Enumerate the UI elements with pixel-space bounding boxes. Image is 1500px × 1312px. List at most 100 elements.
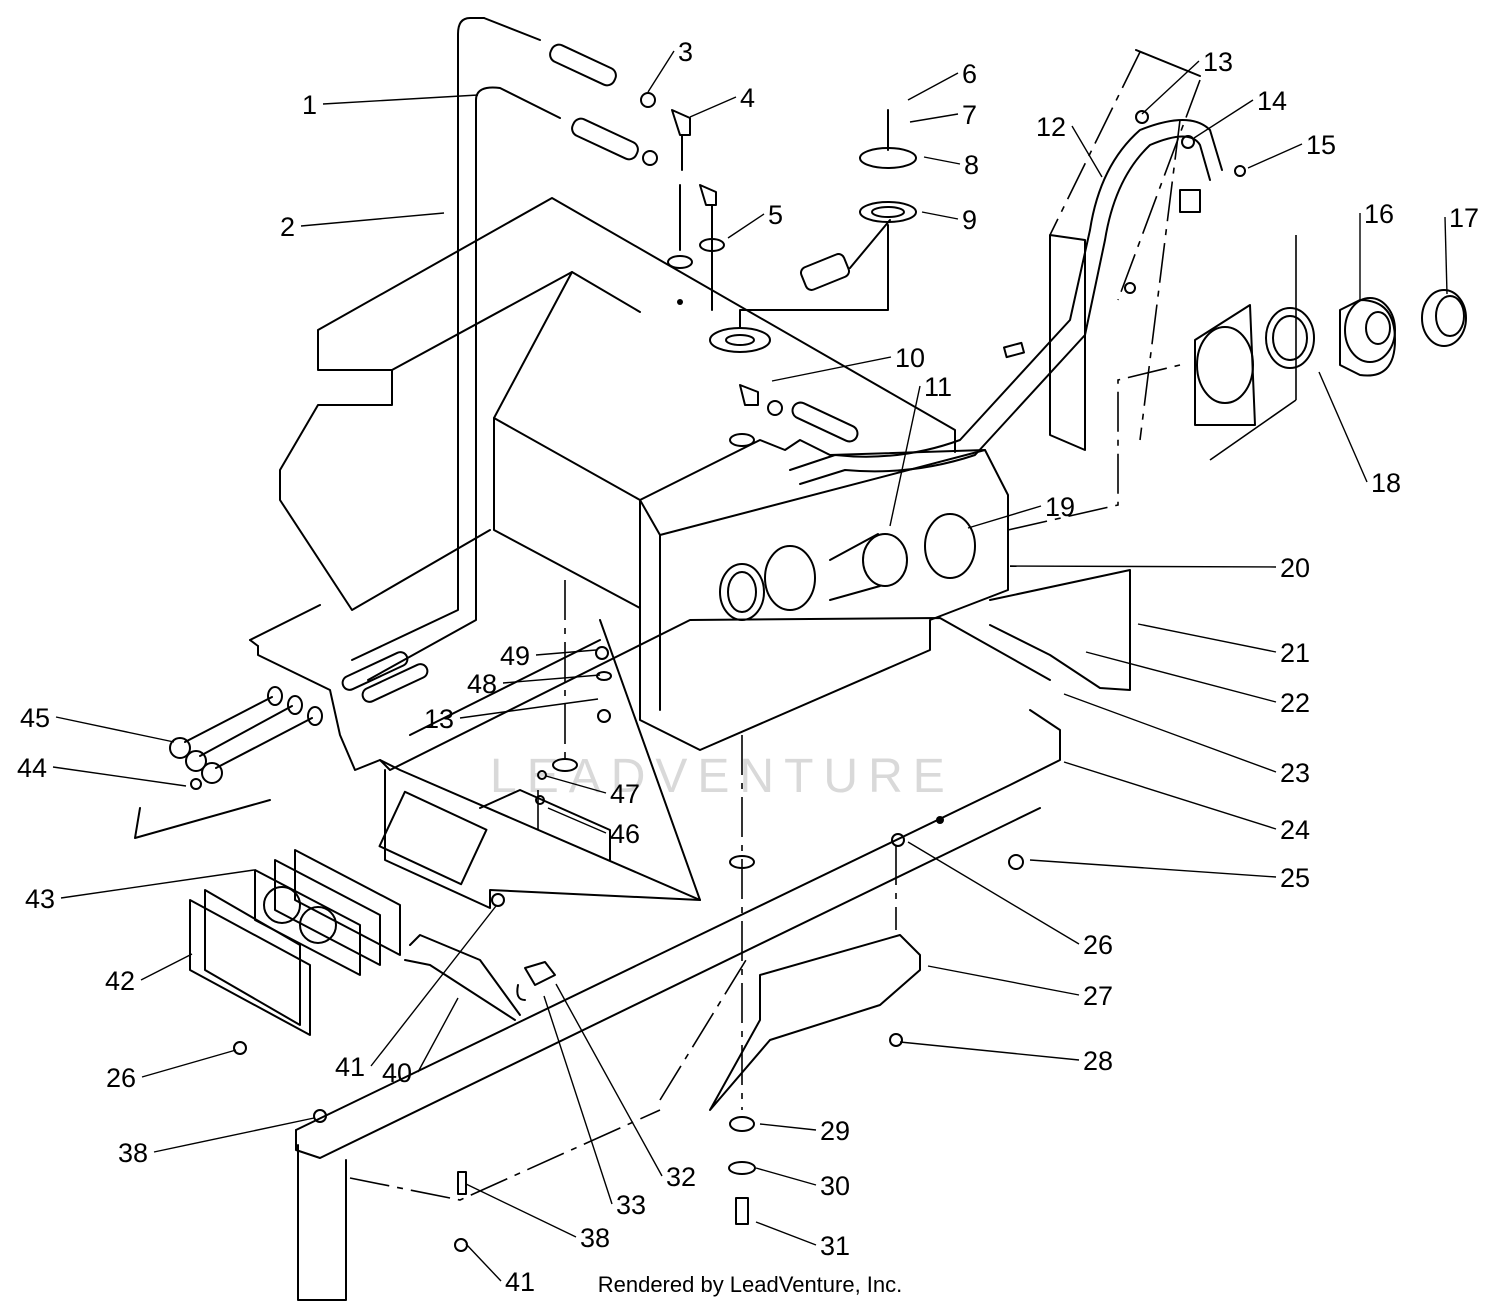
fuel-sender	[799, 109, 917, 291]
footer-credit: Rendered by LeadVenture, Inc.	[597, 1272, 903, 1297]
callout-label: 44	[17, 753, 47, 783]
callout-leader	[153, 1117, 315, 1153]
callout-label: 7	[962, 100, 977, 130]
callout-label: 26	[1083, 930, 1113, 960]
callout-label: 11	[924, 372, 952, 402]
callout-label: 43	[25, 884, 55, 914]
callout-label: 27	[1083, 981, 1113, 1011]
callout-leader	[927, 965, 1080, 996]
callout-label: 31	[820, 1231, 850, 1261]
callout-leader	[543, 995, 613, 1205]
callout-label: 5	[768, 200, 783, 230]
callout-label: 16	[1364, 199, 1394, 229]
callout-label: 46	[610, 819, 640, 849]
callout-leader	[909, 113, 959, 123]
callout-leader	[322, 94, 479, 105]
callout-leader	[899, 1041, 1080, 1061]
callout-leader	[1193, 99, 1254, 139]
filler-cap	[1194, 235, 1467, 461]
watermark-text: LEADVENTURE	[490, 750, 955, 803]
callout-label: 48	[467, 669, 497, 699]
callout-leader	[889, 385, 921, 527]
callout-leader	[535, 649, 597, 656]
callout-leader	[771, 356, 892, 382]
callout-leader	[1063, 693, 1277, 773]
callout-label: 25	[1280, 863, 1310, 893]
callout-label: 30	[820, 1171, 850, 1201]
callout-leader	[300, 212, 445, 227]
callout-leader	[921, 211, 959, 220]
callout-leader	[555, 983, 663, 1177]
callout-leader	[755, 1221, 817, 1246]
callout-leader	[1444, 216, 1448, 295]
callout-leader	[1029, 859, 1277, 878]
callout-label: 8	[964, 150, 979, 180]
callout-leader	[465, 1183, 577, 1238]
callout-label: 41	[505, 1267, 535, 1297]
callout-leader	[647, 50, 675, 93]
callout-label: 17	[1449, 203, 1479, 233]
callout-label: 24	[1280, 815, 1310, 845]
callout-label: 40	[382, 1058, 412, 1088]
callout-leader	[689, 96, 737, 118]
callout-leader	[370, 905, 497, 1067]
callout-leader	[727, 213, 765, 239]
callout-label: 29	[820, 1116, 850, 1146]
callout-leader	[907, 841, 1080, 945]
callout-leader	[923, 156, 961, 165]
callout-label: 10	[895, 343, 925, 373]
callout-label: 45	[20, 703, 50, 733]
callout-leader	[547, 807, 607, 834]
callout-leader	[1137, 623, 1277, 653]
callout-label: 2	[280, 212, 295, 242]
callout-leader	[1247, 143, 1303, 169]
callout-label: 23	[1280, 758, 1310, 788]
frame-base	[134, 569, 1131, 1301]
fuel-lines	[351, 17, 859, 681]
callout-label: 47	[610, 779, 640, 809]
callout-label: 18	[1371, 468, 1401, 498]
callout-leader	[967, 505, 1042, 529]
callout-leader	[52, 766, 187, 787]
callout-label: 49	[500, 641, 530, 671]
callout-label: 13	[1203, 47, 1233, 77]
callout-label: 14	[1257, 86, 1287, 116]
grommets	[169, 651, 429, 784]
callout-leader	[1141, 60, 1200, 115]
callout-leader	[141, 1049, 237, 1078]
callout-leader	[907, 72, 959, 101]
callout-leader	[1318, 371, 1368, 483]
callout-leader	[1071, 125, 1103, 178]
callout-leader	[1085, 651, 1277, 703]
callout-leader	[60, 869, 255, 899]
callout-label: 38	[580, 1223, 610, 1253]
callout-label: 28	[1083, 1046, 1113, 1076]
callout-label: 38	[118, 1138, 148, 1168]
access-plates	[189, 849, 401, 1036]
callout-label: 3	[678, 37, 693, 67]
callout-label: 4	[740, 83, 755, 113]
callout-label: 33	[616, 1190, 646, 1220]
callout-label: 41	[335, 1052, 365, 1082]
callout-label: 13	[424, 704, 454, 734]
filler-hose	[789, 49, 1246, 485]
hardware	[190, 646, 1024, 1252]
callout-leader	[502, 674, 601, 684]
callout-leader	[465, 1243, 502, 1282]
callout-label: 19	[1045, 492, 1075, 522]
callout-label: 21	[1280, 638, 1310, 668]
callout-leader	[417, 997, 459, 1073]
callout-label: 42	[105, 966, 135, 996]
callout-label: 20	[1280, 553, 1310, 583]
callout-leader	[1063, 761, 1277, 830]
outlet-hose-clamps	[719, 364, 1181, 621]
callout-label: 6	[962, 59, 977, 89]
callout-leader	[755, 1167, 817, 1186]
callout-label: 26	[106, 1063, 136, 1093]
callout-label: 1	[302, 90, 317, 120]
callout-leader	[140, 953, 193, 981]
callout-leader	[545, 775, 607, 794]
callout-label: 9	[962, 205, 977, 235]
